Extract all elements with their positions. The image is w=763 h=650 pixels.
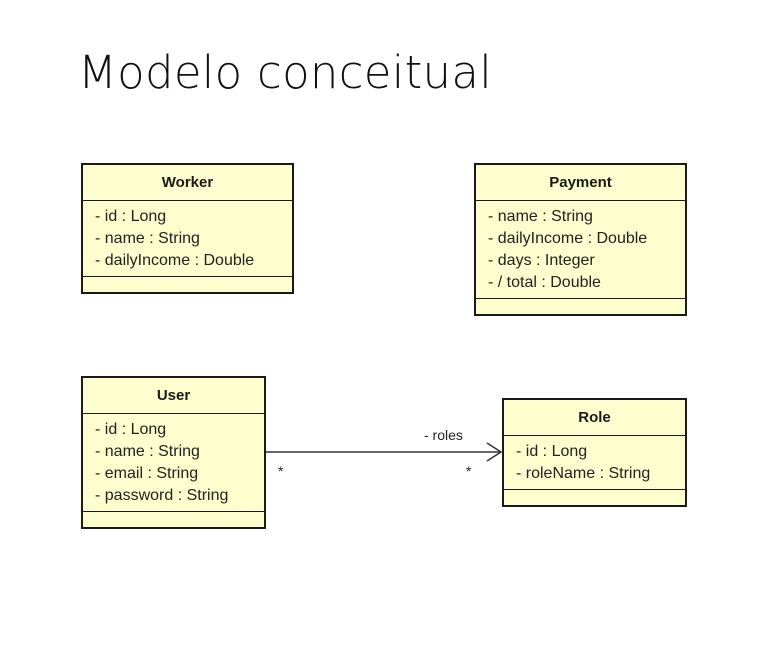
class-attributes: - id : Long - name : String - email : St… bbox=[83, 414, 264, 512]
association-role-name: - roles bbox=[424, 427, 463, 443]
source-multiplicity: * bbox=[278, 463, 284, 479]
attribute: - name : String bbox=[95, 443, 200, 460]
class-attributes: - id : Long - name : String - dailyIncom… bbox=[83, 201, 292, 277]
attribute: - dailyIncome : Double bbox=[488, 230, 648, 247]
target-multiplicity: * bbox=[466, 463, 472, 479]
class-user[interactable]: User - id : Long - name : String - email… bbox=[81, 376, 266, 529]
class-name: Role bbox=[504, 400, 685, 436]
attribute: - name : String bbox=[95, 230, 200, 247]
attribute: - roleName : String bbox=[516, 465, 651, 482]
class-role[interactable]: Role - id : Long - roleName : String bbox=[502, 398, 687, 507]
arrowhead-icon bbox=[486, 442, 503, 462]
attribute: - email : String bbox=[95, 465, 199, 482]
attribute: - / total : Double bbox=[488, 274, 601, 291]
class-name: Worker bbox=[83, 165, 292, 201]
class-name: User bbox=[83, 378, 264, 414]
attribute: - days : Integer bbox=[488, 252, 595, 269]
attribute: - id : Long bbox=[516, 443, 588, 460]
class-payment[interactable]: Payment - name : String - dailyIncome : … bbox=[474, 163, 687, 316]
attribute: - name : String bbox=[488, 208, 593, 225]
attribute: - id : Long bbox=[95, 421, 167, 438]
attribute: - id : Long bbox=[95, 208, 167, 225]
class-attributes: - name : String - dailyIncome : Double -… bbox=[476, 201, 685, 299]
page-title: Modelo conceitual bbox=[78, 46, 493, 99]
attribute: - dailyIncome : Double bbox=[95, 252, 255, 269]
class-worker[interactable]: Worker - id : Long - name : String - dai… bbox=[81, 163, 294, 294]
class-attributes: - id : Long - roleName : String bbox=[504, 436, 685, 490]
class-name: Payment bbox=[476, 165, 685, 201]
attribute: - password : String bbox=[95, 487, 229, 504]
